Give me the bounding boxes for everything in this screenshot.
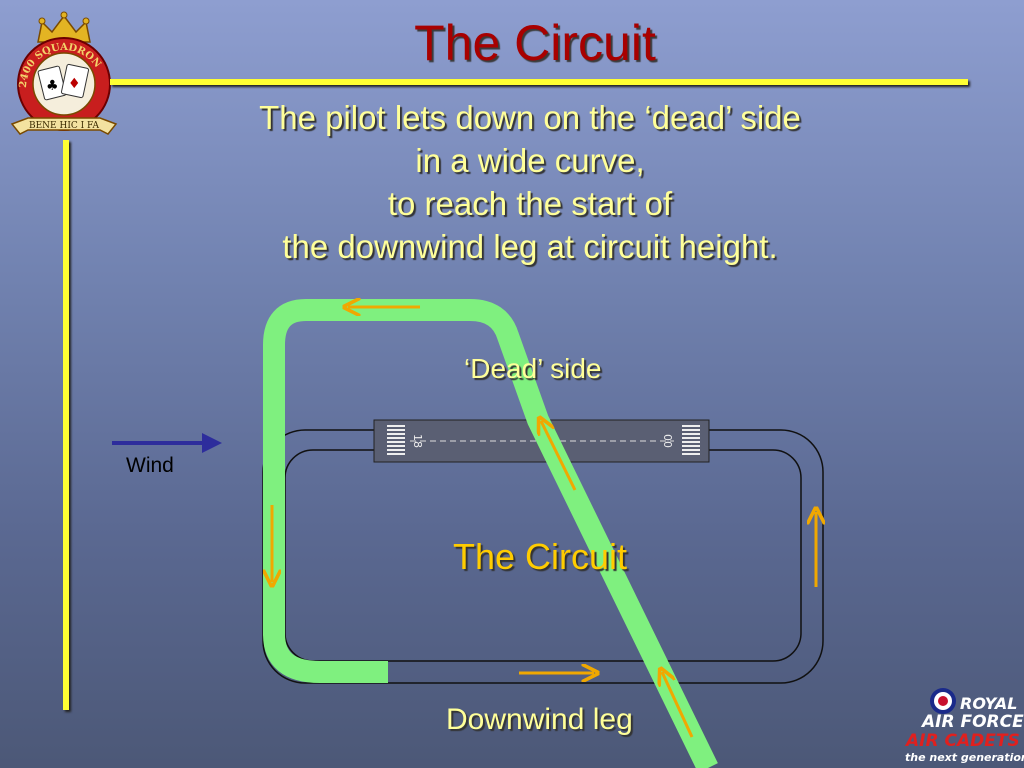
squadron-badge: ♣ ♦ 2400 SQUADRON BENE HIC I FA (10, 11, 118, 135)
title-rule (110, 79, 968, 85)
slide-title: The Circuit (414, 15, 656, 71)
playing-cards-icon: ♣ ♦ (37, 63, 90, 101)
direction-arrow (541, 421, 577, 491)
badge-motto: BENE HIC I FA (29, 121, 100, 131)
subtitle-line: to reach the start of (387, 185, 673, 222)
slide-subtitle: The pilot lets down on the ‘dead’ side i… (190, 96, 870, 268)
descent-path (263, 299, 718, 768)
subtitle-line: in a wide curve, (415, 142, 645, 179)
logo-line-royal: ROYAL (960, 694, 1018, 713)
svg-text:♣: ♣ (46, 78, 59, 94)
side-rule (63, 140, 69, 710)
direction-arrow (662, 672, 694, 738)
dead-side-label: ‘Dead’ side (464, 353, 602, 384)
logo-line-air-force: AIR FORCE (922, 712, 1024, 732)
logo-line-tagline: the next generation (905, 751, 1024, 764)
runway-number-right: 00 (661, 434, 674, 448)
subtitle-line: the downwind leg at circuit height. (282, 228, 778, 265)
runway-number-left: 18 (411, 434, 424, 448)
circuit-label: The Circuit (453, 536, 628, 577)
svg-text:♦: ♦ (68, 76, 81, 92)
logo-line-air-cadets: AIR CADETS (906, 731, 1020, 751)
crown-icon (37, 11, 91, 43)
downwind-leg-label: Downwind leg (446, 703, 633, 736)
raf-air-cadets-logo: ROYAL AIR FORCE AIR CADETS the next gene… (900, 686, 1024, 768)
roundel-icon (930, 688, 956, 714)
subtitle-line: The pilot lets down on the ‘dead’ side (259, 99, 801, 136)
wind-label: Wind (126, 454, 174, 477)
